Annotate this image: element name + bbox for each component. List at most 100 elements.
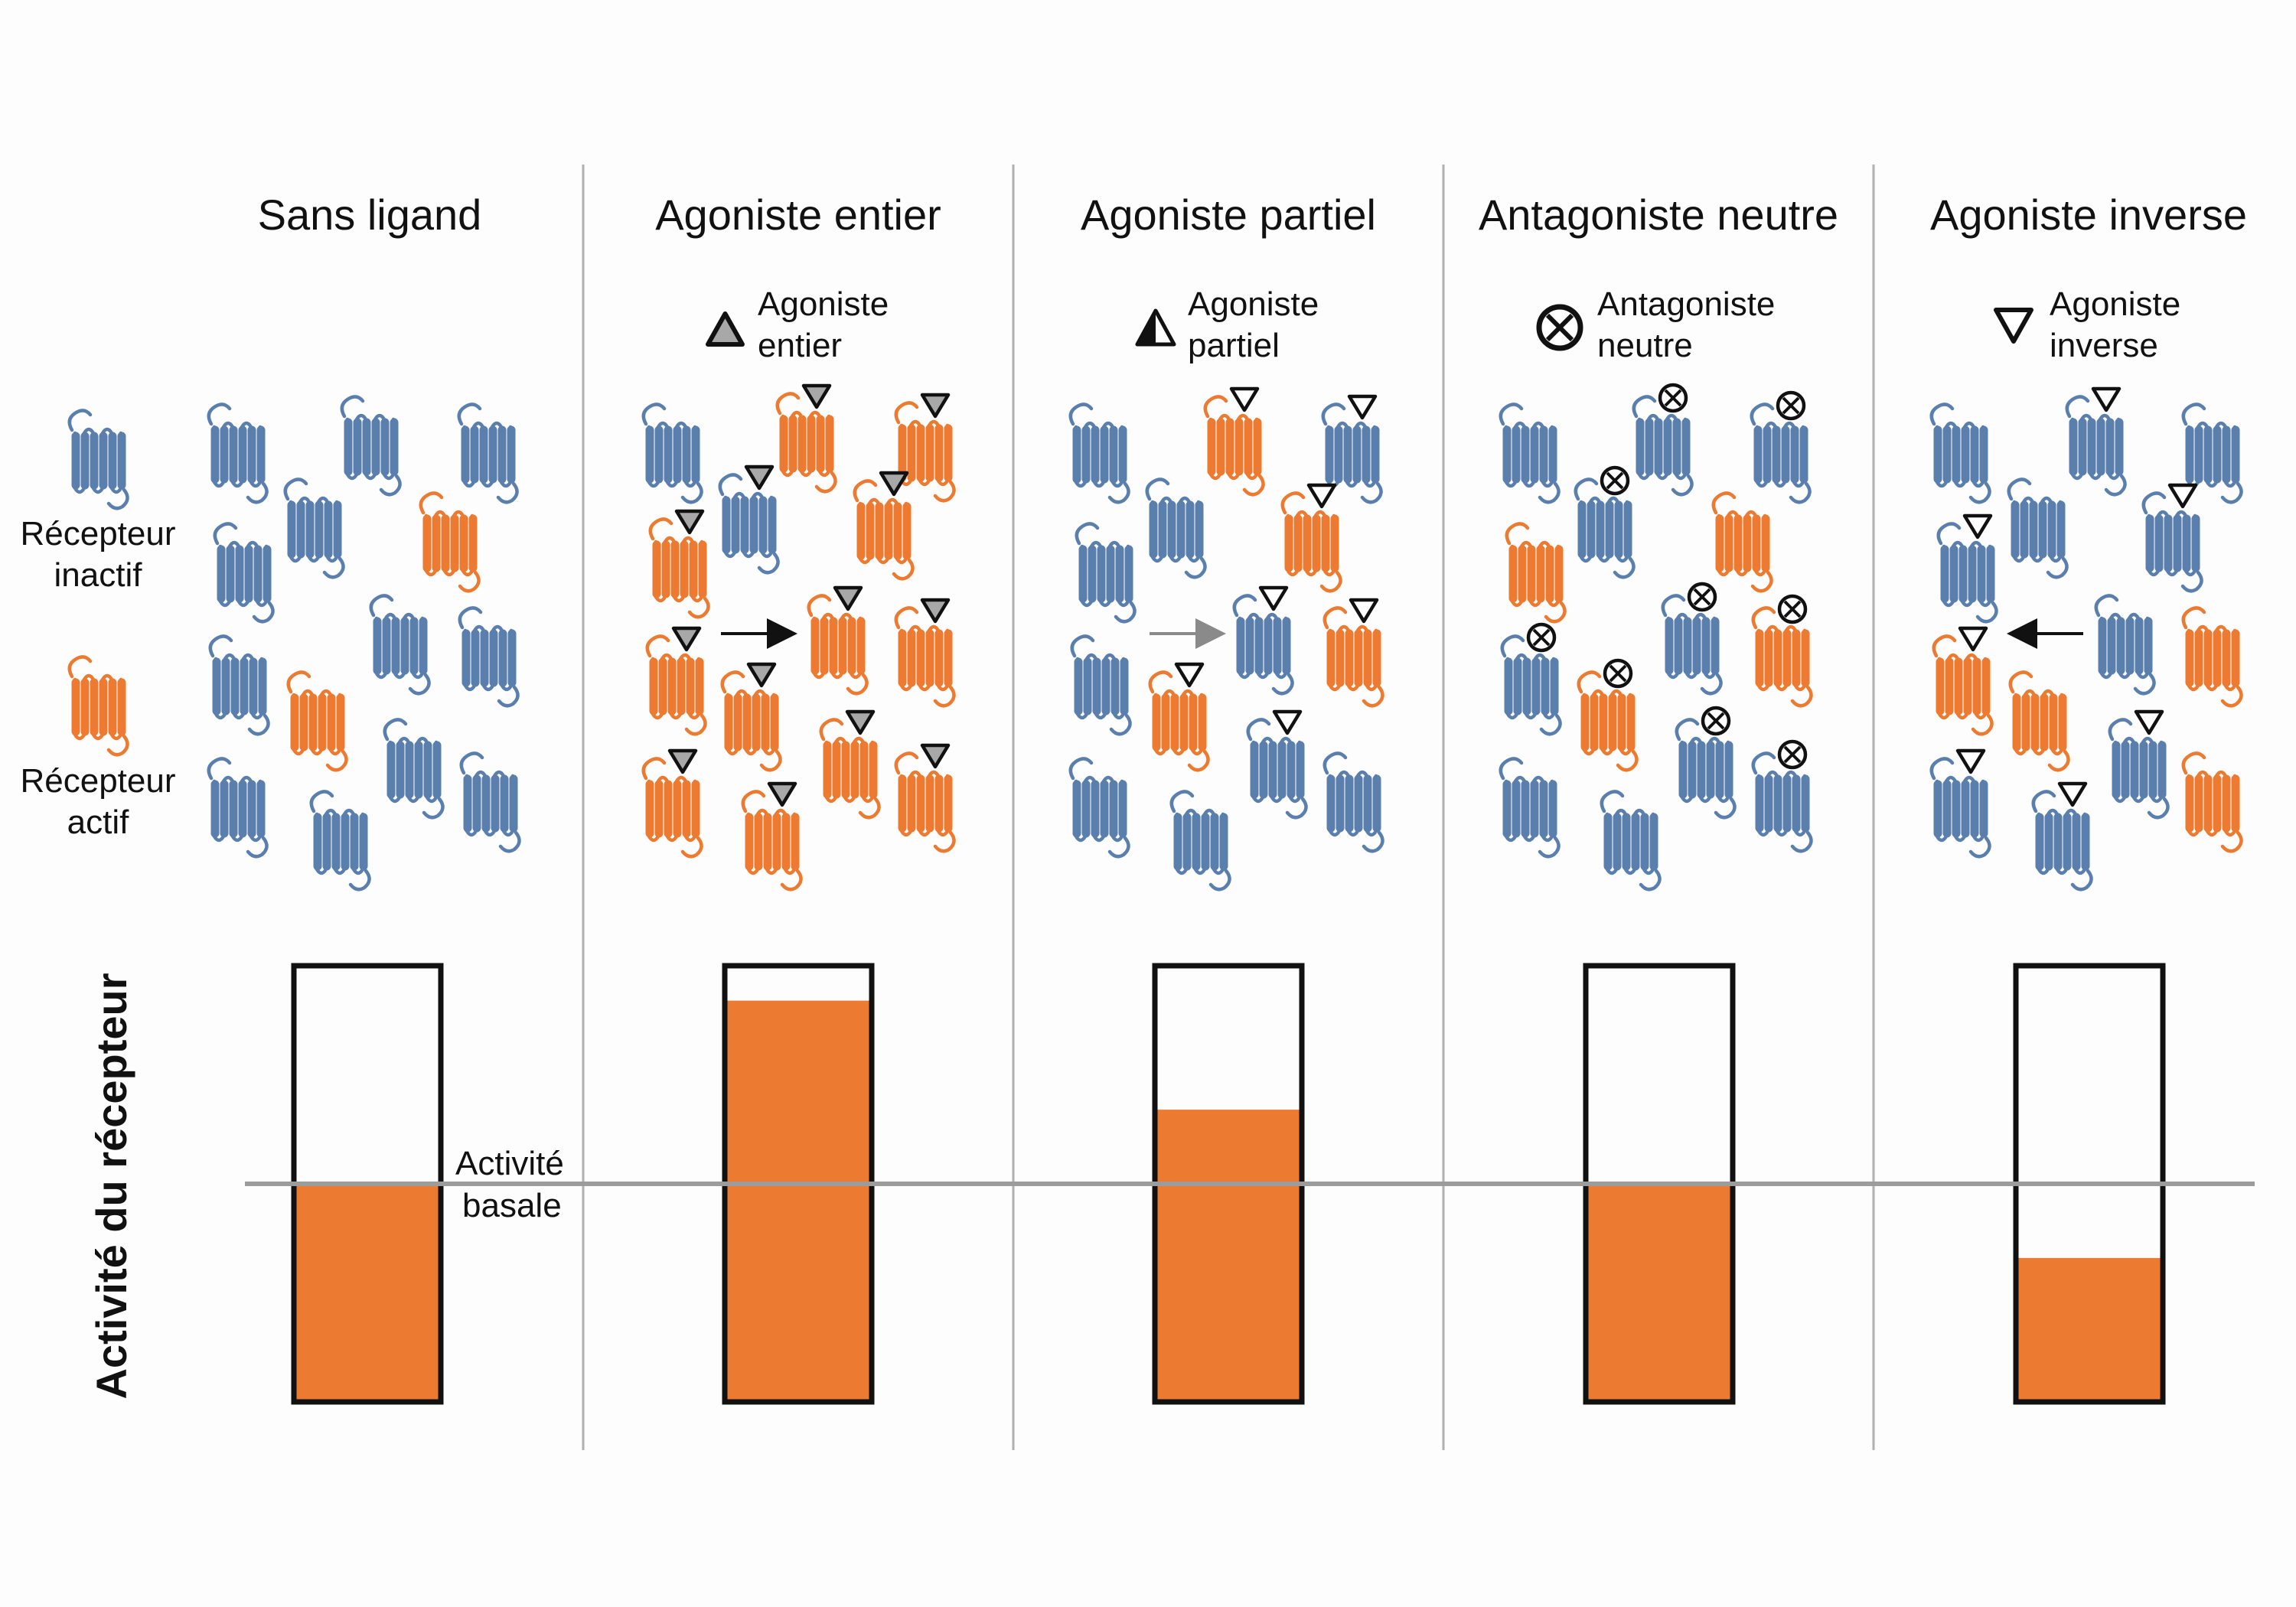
- ligand-triangle-icon: [1347, 394, 1378, 420]
- full-agonist-ligand-icon: [746, 662, 777, 688]
- legend-inactive-receptor-icon: [70, 410, 128, 508]
- legend-active-receptor-icon: [70, 657, 128, 755]
- inactive-receptor-icon: [1932, 758, 1990, 856]
- active-receptor-icon: [651, 519, 709, 617]
- active-receptor-icon: [809, 595, 867, 693]
- full-agonist-ligand-icon: [879, 471, 909, 497]
- inactive-receptor-icon: [1071, 758, 1129, 856]
- full-agonist-ligand-icon: [801, 383, 832, 409]
- ligand-name-2-line1: Agoniste: [758, 285, 889, 323]
- legend-inactive-line2: inactif: [54, 556, 143, 594]
- active-receptor-icon: [722, 672, 781, 770]
- basal-activity: Activité basale: [245, 1145, 2255, 1224]
- antagonist-ligand-icon: [1600, 465, 1630, 496]
- active-receptor-icon: [778, 393, 836, 491]
- receptor-cluster-5: [1932, 386, 2242, 889]
- inactive-receptor-icon: [2096, 595, 2154, 693]
- inactive-receptor-icon: [285, 479, 344, 577]
- open-triangle-icon: [1994, 308, 2033, 344]
- ligand-name-3-line2: partiel: [1188, 327, 1280, 364]
- inactive-receptor-icon: [1939, 523, 1997, 621]
- active-receptor-icon: [1753, 608, 1812, 706]
- panel-title-5: Agoniste inverse: [1930, 191, 2247, 239]
- full-agonist-ligand-icon: [744, 464, 775, 491]
- circle-cross-icon: [1536, 304, 1583, 351]
- ligand-triangle-icon: [2167, 483, 2198, 509]
- inactive-receptor-icon: [720, 474, 778, 572]
- full-agonist-ligand-icon: [671, 626, 702, 652]
- full-agonist-ligand-icon: [833, 585, 863, 611]
- legend-active-line1: Récepteur: [20, 762, 175, 800]
- panel-dividers: [582, 165, 1875, 1450]
- antagonist-ligand-icon: [1777, 739, 1808, 770]
- inactive-receptor-icon: [1248, 719, 1306, 817]
- ligand-name-2-line2: entier: [758, 327, 842, 364]
- active-receptor-icon: [896, 608, 954, 706]
- inactive-receptor-icon: [1634, 396, 1692, 494]
- inactive-receptor-icon: [385, 719, 443, 817]
- inactive-receptor-icon: [2144, 493, 2202, 591]
- inactive-receptor-icon: [644, 404, 702, 502]
- inactive-receptor-icon: [1602, 791, 1660, 889]
- active-receptor-icon: [647, 636, 706, 734]
- inactive-receptor-icon: [2110, 719, 2168, 817]
- full-agonist-ligand-icon: [920, 598, 951, 624]
- panel-title-2: Agoniste entier: [655, 191, 941, 239]
- inactive-receptor-icon: [371, 595, 429, 693]
- activity-bar-fill-2: [725, 1000, 872, 1402]
- active-receptor-icon: [2011, 672, 2069, 770]
- active-receptor-icon: [1325, 608, 1383, 706]
- half-triangle-icon: [1135, 308, 1176, 347]
- active-receptor-icon: [644, 758, 702, 856]
- legend-inactive-line1: Récepteur: [20, 515, 175, 553]
- active-receptor-icon: [743, 791, 801, 889]
- ligand-triangle-icon: [1229, 386, 1260, 412]
- active-receptor-icon: [821, 719, 879, 817]
- active-receptor-icon: [896, 753, 954, 851]
- active-receptor-icon: [1205, 396, 1264, 494]
- inactive-receptor-icon: [1147, 479, 1205, 577]
- ligand-triangle-icon: [1955, 748, 1986, 774]
- inactive-receptor-icon: [1752, 404, 1810, 502]
- ligand-triangle-icon: [1272, 709, 1303, 735]
- ligand-triangle-icon: [1258, 585, 1289, 611]
- full-agonist-ligand-icon: [767, 781, 797, 807]
- ligand-triangle-icon: [1349, 598, 1379, 624]
- full-agonist-ligand-icon: [845, 709, 876, 735]
- inactive-receptor-icon: [342, 396, 400, 494]
- antagonist-ligand-icon: [1658, 383, 1688, 413]
- active-receptor-icon: [2183, 753, 2242, 851]
- antagonist-ligand-icon: [1776, 390, 1806, 421]
- active-receptor-icon: [289, 672, 347, 770]
- inactive-receptor-icon: [1325, 753, 1383, 851]
- ligand-legend-5: Agoniste inverse: [1994, 285, 2180, 364]
- ligand-triangle-icon: [1962, 513, 1993, 539]
- activity-bar-fill-1: [294, 1184, 441, 1402]
- activity-bar-fill-5: [2016, 1257, 2163, 1402]
- ligand-legend-3: Agoniste partiel: [1135, 285, 1319, 364]
- inactive-receptor-icon: [459, 404, 517, 502]
- inactive-receptor-icon: [1753, 753, 1812, 851]
- receptor-cluster-3: [1071, 386, 1383, 889]
- inactive-receptor-icon: [1932, 404, 1990, 502]
- ligand-legend-4: Antagoniste neutre: [1536, 285, 1775, 364]
- activity-bar-fill-3: [1155, 1110, 1302, 1402]
- activity-bar-fill-4: [1586, 1184, 1733, 1402]
- active-receptor-icon: [1579, 672, 1637, 770]
- inactive-receptor-icon: [2009, 479, 2067, 577]
- antagonist-ligand-icon: [1687, 582, 1717, 612]
- full-agonist-ligand-icon: [667, 748, 698, 774]
- inactive-receptor-icon: [1663, 595, 1721, 693]
- panel-titles: Sans ligand Agoniste entier Agoniste par…: [258, 191, 2247, 239]
- panel-title-3: Agoniste partiel: [1081, 191, 1376, 239]
- ligand-triangle-icon: [1174, 662, 1205, 688]
- active-receptor-icon: [855, 481, 913, 579]
- active-receptor-icon: [1150, 672, 1208, 770]
- inactive-receptor-icon: [1071, 404, 1129, 502]
- active-receptor-icon: [2183, 608, 2242, 706]
- inactive-receptor-icon: [1576, 479, 1634, 577]
- receptor-cluster-1: [209, 396, 520, 889]
- inactive-receptor-icon: [1172, 791, 1230, 889]
- inactive-receptor-icon: [460, 608, 518, 706]
